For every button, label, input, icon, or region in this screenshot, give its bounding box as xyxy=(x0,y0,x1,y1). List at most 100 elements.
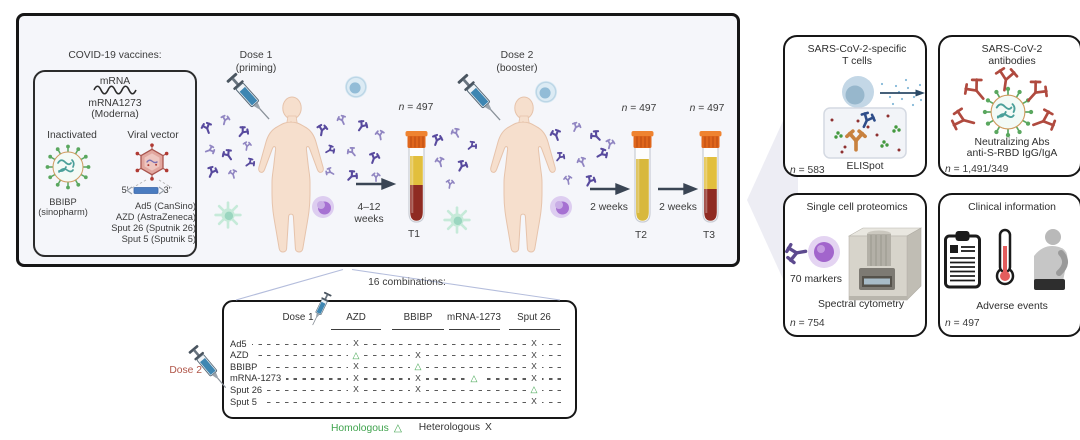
dose1-title: Dose 1 xyxy=(239,50,273,61)
dose2-row-label: Ad5 xyxy=(230,338,252,350)
column-header-bbibp: BBIBP xyxy=(403,311,433,323)
homologous-mark: △ xyxy=(410,361,426,373)
row-dash-line xyxy=(232,401,565,403)
assay-title: T cells xyxy=(842,56,872,67)
bbibp-maker: (sinopharm) xyxy=(38,206,88,217)
vector-list-item: Ad5 (CanSino) xyxy=(135,200,196,211)
combination-row: Ad5 X X xyxy=(230,338,567,350)
column-header-sput26: Sput 26 xyxy=(517,311,551,323)
row-dash-line xyxy=(232,390,565,392)
assay-title: SARS-CoV-2-specific xyxy=(807,43,907,55)
column-header-azd: AZD xyxy=(346,311,366,323)
table-dose1-header: Dose 1 xyxy=(282,311,314,323)
heterologous-mark: X xyxy=(348,361,364,373)
heterologous-mark: X xyxy=(526,372,542,385)
combination-row: AZD △ X X xyxy=(230,349,567,362)
heterologous-mark: X xyxy=(526,396,542,408)
assay-method: ELISpot xyxy=(846,161,884,172)
assay-box-clinical: Clinical information Adverse events n = … xyxy=(938,193,1080,337)
assay-desc: Adverse events xyxy=(976,300,1048,312)
mrna-vaccine-name: mRNA1273 xyxy=(88,97,142,109)
homologous-mark: △ xyxy=(526,384,542,396)
assay-box-tcells: SARS-CoV-2-specific T cells ELISpot n = … xyxy=(783,35,927,177)
row-dash-line xyxy=(232,378,565,380)
column-underline xyxy=(331,328,381,331)
column-underline xyxy=(449,328,500,331)
viral-vector-label: Viral vector xyxy=(127,130,179,141)
combination-row: Sput 5 X xyxy=(230,396,567,408)
dose2-row-label: AZD xyxy=(230,350,254,362)
sample-size: n = 497 xyxy=(945,317,980,329)
heterologous-mark: X xyxy=(410,384,426,396)
dose2-subtitle: (booster) xyxy=(496,62,538,74)
assay-markers: 70 markers xyxy=(790,273,842,285)
vector-list-item: Sput 5 (Sputnik 5) xyxy=(121,234,196,245)
dose2-row-label: BBIBP xyxy=(230,361,263,373)
t3-label: T3 xyxy=(702,229,716,241)
dose2-title: Dose 2 xyxy=(500,50,534,61)
dose1-subtitle: (priming) xyxy=(235,62,277,74)
combination-row: mRNA-1273 X X △ X xyxy=(230,372,567,385)
heterologous-mark: X xyxy=(526,361,542,373)
assay-method: Spectral cytometry xyxy=(817,298,905,310)
row-dash-line xyxy=(232,355,565,357)
mrna-vaccine-maker: (Moderna) xyxy=(91,109,139,120)
three-prime-label: 3′ xyxy=(163,184,171,195)
t3-sample-size: n = 497 xyxy=(689,102,725,114)
dose2-row-label: Sput 26 xyxy=(230,384,268,396)
interval3-label: 2 weeks xyxy=(659,201,697,213)
vaccines-box xyxy=(33,70,197,257)
heterologous-mark: X xyxy=(348,372,364,385)
vector-list-item: Sput 26 (Sputnik 26) xyxy=(111,223,196,234)
heterologous-mark: X xyxy=(348,384,364,396)
assay-title: SARS-CoV-2 xyxy=(981,43,1043,55)
column-underline xyxy=(392,328,444,331)
t2-sample-size: n = 497 xyxy=(621,102,657,114)
heterologous-mark: X xyxy=(410,349,426,362)
row-dash-line xyxy=(232,343,565,345)
vaccines-title: COVID-19 vaccines: xyxy=(68,50,162,61)
vector-list-item: AZD (AstraZeneca) xyxy=(115,211,196,222)
heterologous-mark: X xyxy=(526,338,542,350)
dose2-side-label: Dose 2 xyxy=(169,364,202,376)
combinations-title: 16 combinations: xyxy=(368,277,446,288)
dose2-row-label: mRNA-1273 xyxy=(230,373,287,385)
assay-box-proteomics: Single cell proteomics 70 markers Spectr… xyxy=(783,193,927,337)
homologous-mark: △ xyxy=(466,372,482,385)
assay-box-antibodies: SARS-CoV-2 antibodies Neutralizing Abs a… xyxy=(938,35,1080,177)
bbibp-name: BBIBP xyxy=(49,196,77,207)
assay-title: Clinical information xyxy=(968,202,1056,213)
five-prime-label: 5′ xyxy=(121,184,129,195)
row-dash-line xyxy=(232,366,565,369)
homologous-legend: Homologous△ xyxy=(331,422,402,434)
column-header-mrna1273: mRNA-1273 xyxy=(447,311,501,323)
combination-row: BBIBP X △ X xyxy=(230,361,567,373)
sample-size: n = 583 xyxy=(790,165,825,176)
assay-desc: anti-S-RBD IgG/IgA xyxy=(966,148,1058,159)
sample-size: n = 1,491/349 xyxy=(945,163,1009,175)
t1-label: T1 xyxy=(407,228,421,240)
interval2-label: 2 weeks xyxy=(590,201,628,213)
assay-title: antibodies xyxy=(988,56,1036,67)
column-underline xyxy=(509,328,560,331)
assay-title: Single cell proteomics xyxy=(806,202,908,213)
interval1-line2: weeks xyxy=(354,213,384,225)
t2-label: T2 xyxy=(634,229,648,241)
t1-sample-size: n = 497 xyxy=(398,101,434,113)
sample-size: n = 754 xyxy=(790,317,825,329)
vector-vaccine-list: Ad5 (CanSino)AZD (AstraZeneca)Sput 26 (S… xyxy=(96,201,196,246)
inactivated-label: Inactivated xyxy=(47,130,97,141)
heterologous-mark: X xyxy=(348,338,364,350)
assay-desc: Neutralizing Abs xyxy=(974,136,1050,148)
combination-row: Sput 26 X X △ xyxy=(230,384,567,396)
heterologous-mark: X xyxy=(410,372,426,385)
heterologous-mark: X xyxy=(526,349,542,362)
mrna-group-label: mRNA xyxy=(99,75,131,87)
dose2-row-label: Sput 5 xyxy=(230,396,262,408)
homologous-mark: △ xyxy=(348,349,364,362)
